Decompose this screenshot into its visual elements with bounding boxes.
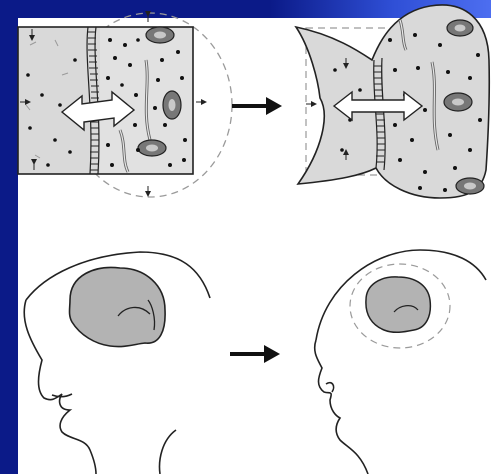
cell xyxy=(456,178,484,194)
cell xyxy=(163,91,181,119)
cell xyxy=(138,140,166,156)
brain-shape xyxy=(70,267,166,346)
mouth-open xyxy=(326,383,334,392)
cell xyxy=(146,27,174,43)
tissue-block-after xyxy=(296,5,489,198)
neck-line xyxy=(160,430,176,474)
right-arrow-icon xyxy=(232,97,282,115)
brain-before xyxy=(70,267,166,346)
brain-after xyxy=(350,264,450,348)
right-arrow-icon xyxy=(230,345,280,363)
tissue-block-before xyxy=(18,13,232,197)
brain-shape xyxy=(366,277,430,332)
cell xyxy=(447,20,473,36)
cell xyxy=(444,93,472,111)
